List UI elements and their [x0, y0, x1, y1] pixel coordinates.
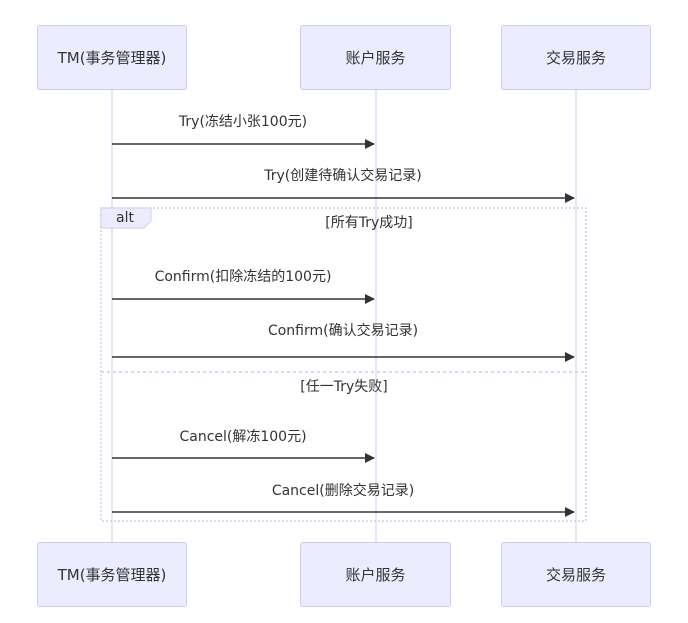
actor-trade-top: 交易服务: [501, 25, 651, 90]
actor-trade-bottom: 交易服务: [501, 542, 651, 607]
actor-account-top: 账户服务: [300, 25, 451, 90]
actor-label: 交易服务: [545, 49, 606, 67]
alt-tag: alt: [116, 210, 134, 226]
actor-label: 账户服务: [345, 566, 406, 584]
message-label-5: Cancel(解冻100元): [179, 429, 307, 445]
alt-condition-failure: [任一Try失败]: [300, 379, 388, 395]
actor-tm-top: TM(事务管理器): [37, 25, 187, 90]
alt-frame: [100, 207, 587, 522]
message-label-3: Confirm(扣除冻结的100元): [154, 269, 332, 285]
actor-label: TM(事务管理器): [57, 49, 167, 67]
actor-account-bottom: 账户服务: [300, 542, 451, 607]
alt-condition-success: [所有Try成功]: [325, 215, 413, 231]
message-label-6: Cancel(删除交易记录): [271, 483, 415, 499]
actor-tm-bottom: TM(事务管理器): [37, 542, 187, 607]
actor-label: 交易服务: [545, 566, 606, 584]
actor-label: TM(事务管理器): [57, 566, 167, 584]
message-label-1: Try(冻结小张100元): [178, 114, 308, 130]
alt-tag-box: [100, 207, 152, 229]
message-label-2: Try(创建待确认交易记录): [264, 168, 422, 184]
message-label-4: Confirm(确认交易记录): [267, 323, 419, 339]
actor-label: 账户服务: [345, 49, 406, 67]
